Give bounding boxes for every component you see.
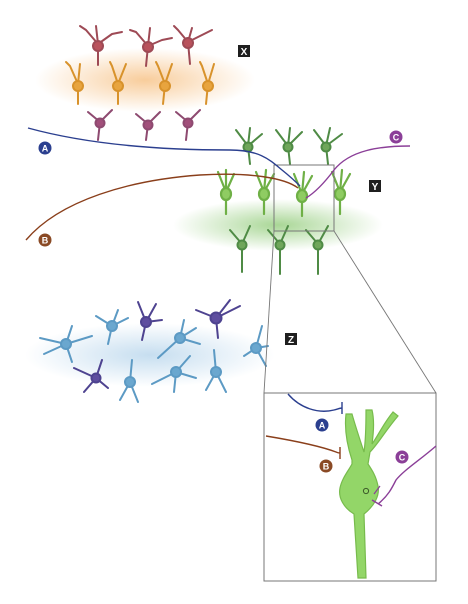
blue-neuron: [39, 325, 93, 363]
inset-nucleus: [362, 487, 370, 495]
neuron-group-x: [65, 25, 215, 141]
inset-input-b-label: B: [323, 462, 330, 472]
group-x-label: X: [241, 47, 248, 58]
dark-green-neuron: [275, 127, 303, 165]
blue-neuron: [95, 309, 129, 345]
axon-a: A: [27, 127, 301, 187]
rose-neuron: [129, 27, 173, 67]
inset-input-a-label: A: [319, 421, 326, 431]
inset-neuron-body: [339, 409, 399, 579]
orange-neuron: [199, 61, 215, 105]
mauve-neuron: [175, 109, 201, 141]
group-y-label-box: Y: [369, 180, 381, 193]
inset-input-a-marker: [315, 418, 329, 432]
inset-input-b-marker: [319, 459, 333, 473]
mauve-neuron: [135, 111, 161, 141]
green-neuron: [254, 168, 276, 216]
input-c-marker: [389, 130, 403, 144]
input-a-label: A: [42, 144, 49, 154]
input-b-marker: [38, 233, 52, 247]
axon-c: C: [305, 130, 411, 199]
blue-neuron: [205, 349, 227, 393]
rose-neuron: [79, 25, 123, 66]
inset-input-c-label: C: [399, 453, 406, 463]
orange-neuron: [109, 61, 127, 105]
group-z-label: Z: [288, 335, 294, 346]
blue-neuron: [119, 359, 139, 403]
group-z-label-box: Z: [285, 333, 297, 346]
zoom-connector-right: [333, 230, 437, 394]
dark-green-neuron: [235, 127, 263, 165]
orange-neuron: [155, 61, 173, 105]
axon-b: B: [25, 173, 299, 247]
green-neuron: [216, 168, 236, 216]
input-a-marker: [38, 141, 52, 155]
violet-neuron: [73, 359, 109, 393]
dark-green-neuron: [313, 127, 343, 165]
rose-neuron: [173, 25, 213, 65]
dark-green-neuron: [267, 225, 289, 275]
violet-neuron: [137, 301, 163, 341]
blue-neuron: [243, 325, 269, 367]
group-x-label-box: X: [238, 45, 250, 58]
zoom-source-box: [273, 164, 335, 232]
zoom-connector-left: [263, 230, 275, 394]
orange-neuron: [65, 61, 84, 105]
group-y-label: Y: [372, 182, 379, 193]
region-z-glow: [25, 323, 275, 387]
region-x-glow: [35, 48, 255, 112]
input-c-label: C: [393, 133, 400, 143]
input-b-label: B: [42, 236, 49, 246]
dark-green-neuron: [229, 225, 251, 273]
blue-neuron: [151, 355, 197, 393]
violet-neuron: [195, 299, 241, 339]
neuron-group-z: [39, 299, 269, 403]
blue-neuron: [157, 319, 201, 359]
green-neuron: [330, 168, 352, 216]
inset-input-c-marker: [395, 450, 409, 464]
zoom-inset: A B C: [263, 392, 437, 582]
mauve-neuron: [87, 109, 113, 141]
neuron-group-y: [216, 127, 352, 275]
dark-green-neuron: [305, 225, 329, 275]
